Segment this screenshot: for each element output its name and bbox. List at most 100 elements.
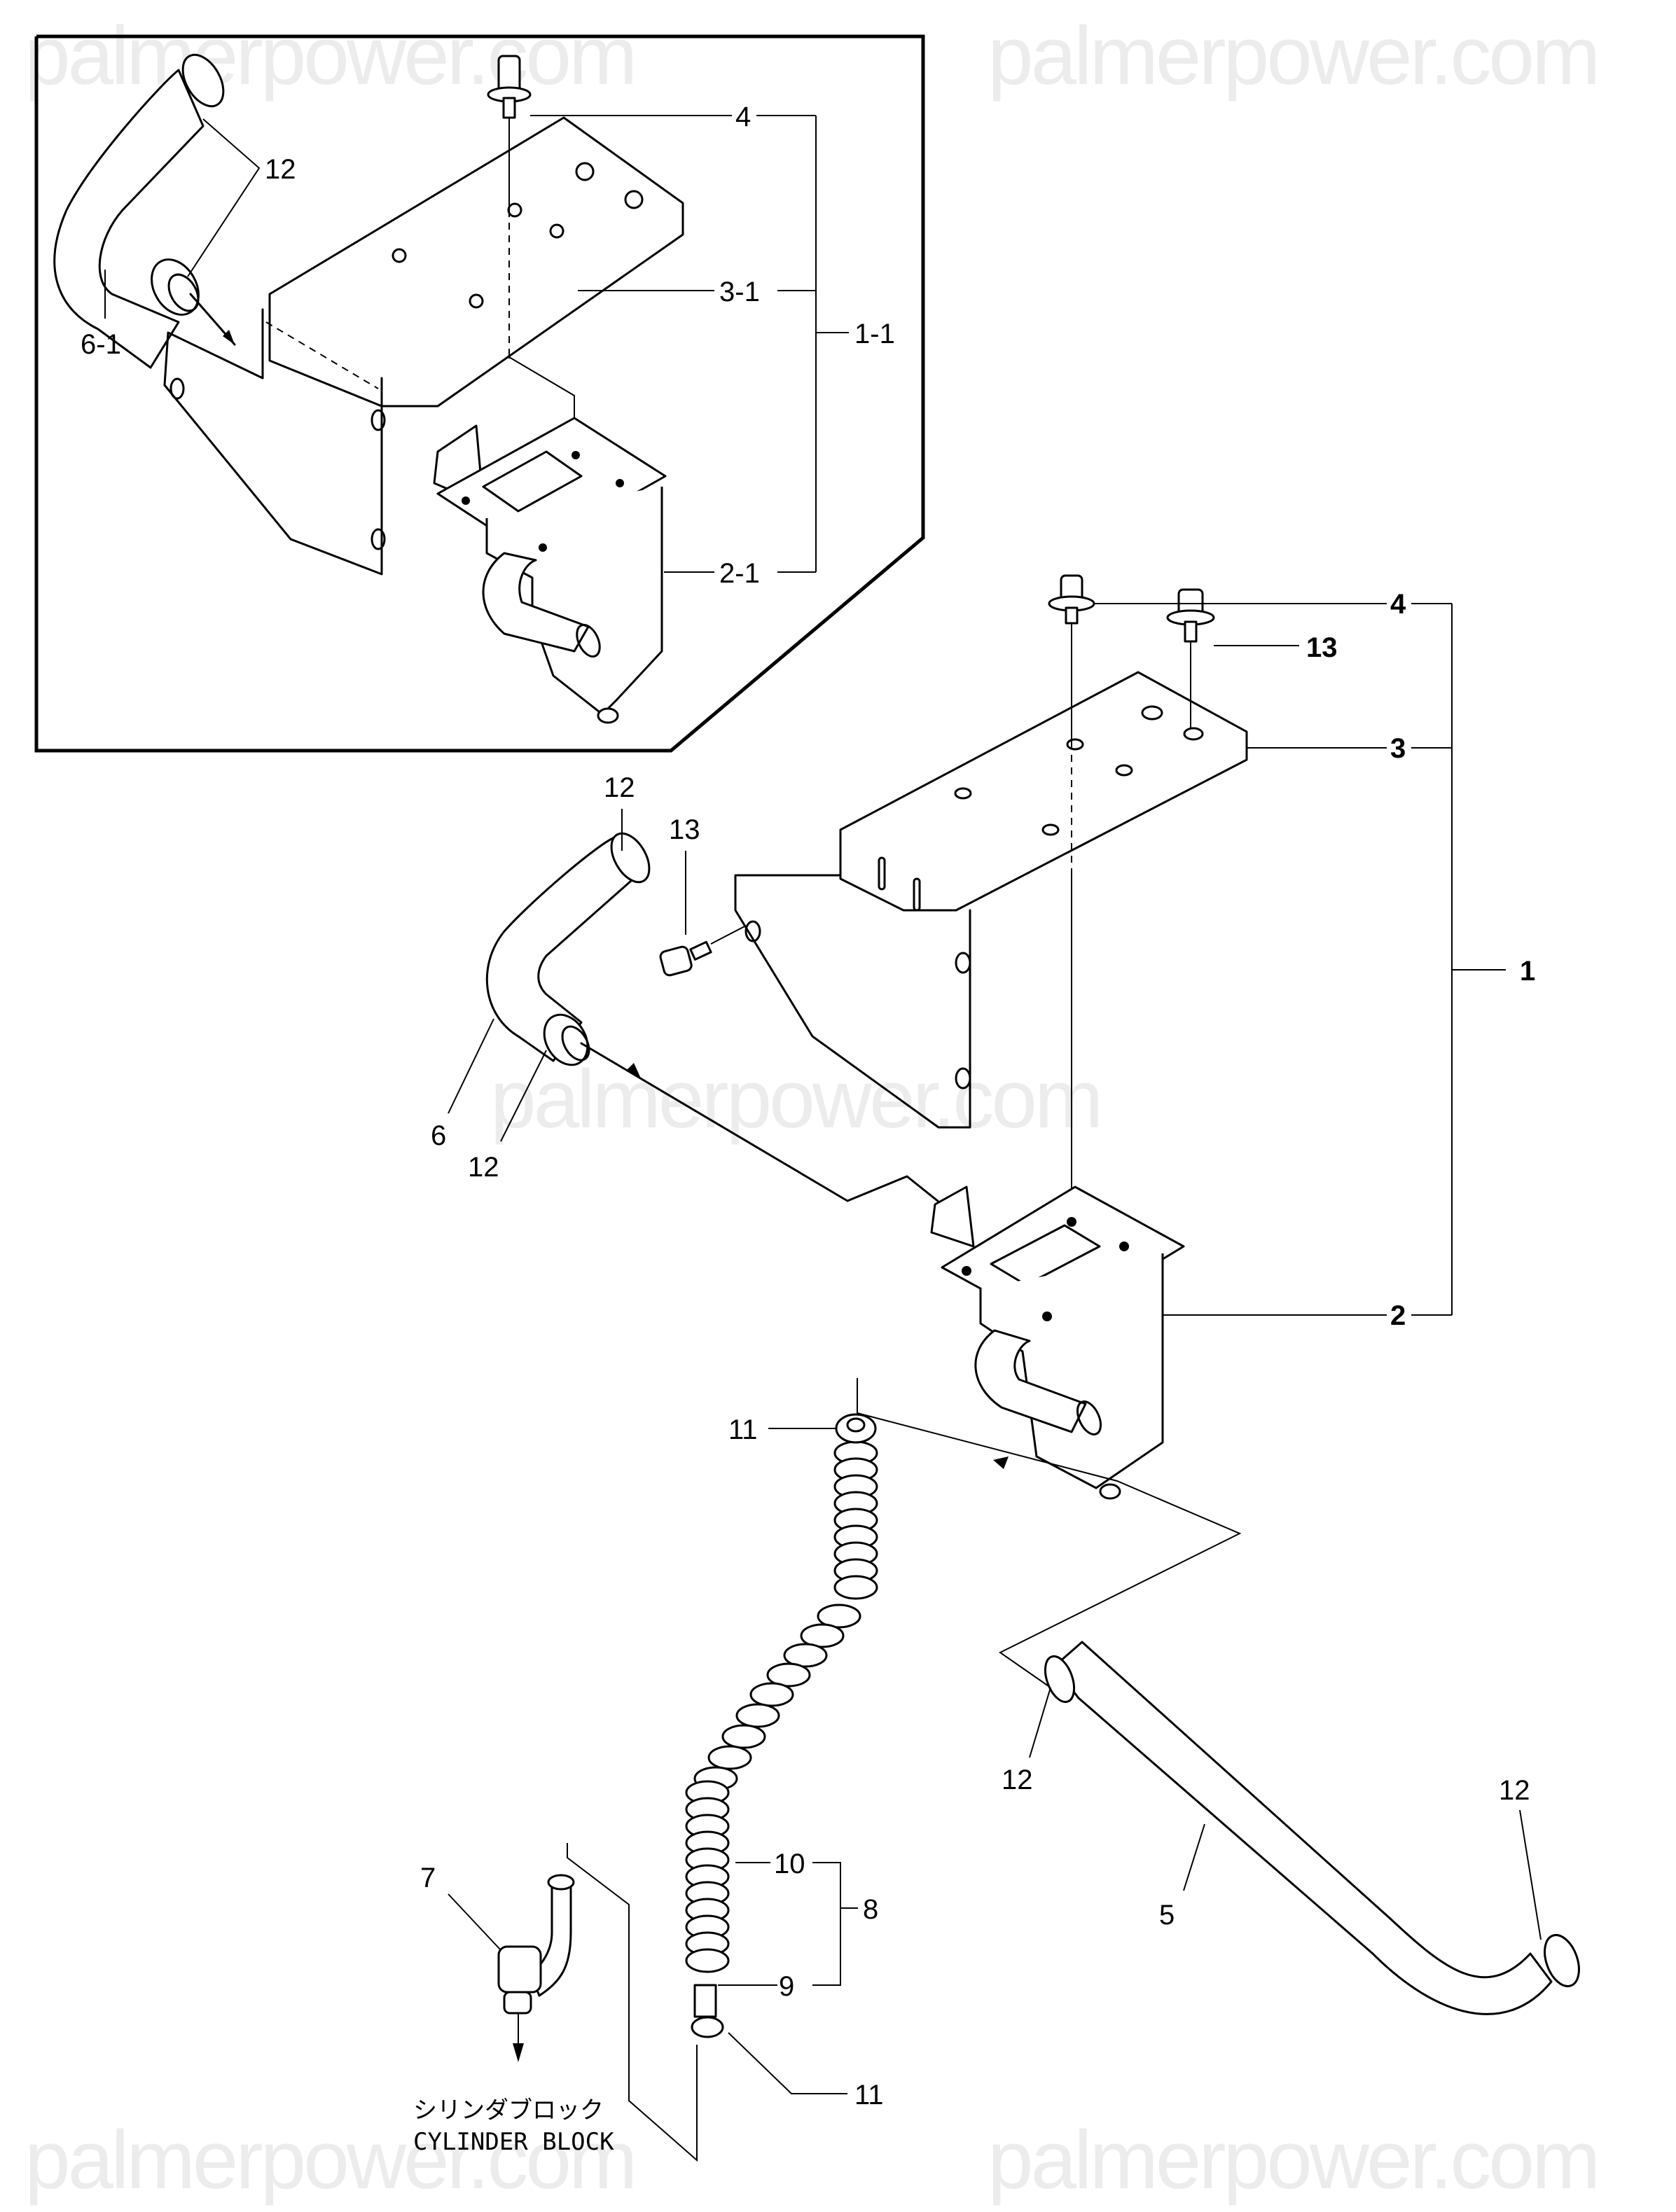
inset-leader-12 xyxy=(187,118,261,277)
label-10: 10 xyxy=(774,1849,805,1879)
corrugated-hose xyxy=(685,1413,878,2038)
inset-bracket-side xyxy=(163,308,383,576)
main-tank-outlet-end xyxy=(1076,1400,1102,1435)
inset-tank-bolt-hole xyxy=(572,451,580,459)
bracket-8 xyxy=(812,1862,841,1986)
corrugated-hose-ring xyxy=(783,1643,828,1668)
corrugated-hose-ring xyxy=(707,1745,752,1770)
leader-12-bottom xyxy=(500,1050,547,1142)
inset-tank-bolt-hole xyxy=(539,543,547,552)
main-tank-bolt-hole xyxy=(1042,1312,1052,1321)
inset-hose-end xyxy=(167,273,200,312)
inset-callouts: 4 3-1 2-1 1-1 12 6-1 xyxy=(81,102,895,589)
corrugated-clamp-top xyxy=(835,1413,877,1444)
corrugated-hose-top-opening xyxy=(846,1417,866,1433)
corrugated-hose-ring xyxy=(817,1604,861,1629)
label-9: 9 xyxy=(779,1971,794,2002)
main-tank-drain xyxy=(1099,1483,1121,1500)
inset-tank-outlet-end xyxy=(576,623,601,658)
label-7: 7 xyxy=(420,1863,436,1893)
main-bracket-top xyxy=(839,671,1248,912)
main-hose-end xyxy=(561,1025,590,1062)
label-6: 6 xyxy=(431,1120,446,1151)
main-clamp-bottom xyxy=(543,1013,589,1066)
main-callouts: 4 13 3 2 1 12 13 6 12 11 10 8 9 11 7 xyxy=(413,589,1542,2156)
main-hose xyxy=(485,832,943,1206)
label-13-top: 13 xyxy=(1306,632,1338,663)
label-11-bottom: 11 xyxy=(854,2080,884,2110)
corrugated-clamp-bottom xyxy=(691,2016,724,2038)
main-bracket-hole xyxy=(954,787,972,800)
main-bolt-13-side-head xyxy=(659,945,693,977)
main-tank xyxy=(930,1185,1185,1500)
corrugated-hose-ring xyxy=(721,1724,766,1749)
inset-bracket-hole xyxy=(392,248,407,263)
leader-7 xyxy=(448,1893,501,1951)
main-bolt-13-side-leader xyxy=(710,925,747,945)
label-8: 8 xyxy=(863,1894,878,1925)
corrugated-hose-ring xyxy=(833,1575,878,1600)
inset-bracket xyxy=(163,116,684,576)
inset-bolt-shank xyxy=(502,97,516,119)
corrugated-hose-ring xyxy=(735,1703,780,1728)
label-1: 1 xyxy=(1520,956,1535,987)
inset-bracket-hole xyxy=(169,377,185,400)
inset-tank xyxy=(433,417,667,724)
label-2: 2 xyxy=(1390,1300,1406,1331)
label-12-top: 12 xyxy=(604,772,635,803)
main-bolt-13-side xyxy=(659,925,747,977)
main-bracket-hole xyxy=(1066,738,1084,751)
main-hose-body xyxy=(485,835,639,1062)
main-tank-outlet-pipe xyxy=(974,1329,1087,1433)
main-bracket-hole xyxy=(955,1067,971,1090)
main-bolt-13-side-shank xyxy=(689,940,712,961)
leader-12-pipe-left xyxy=(1029,1687,1051,1758)
inset-border xyxy=(34,34,925,753)
label-11-top: 11 xyxy=(728,1414,758,1445)
corrugated-hose-segments xyxy=(685,1440,878,1973)
inset-clamp-top xyxy=(181,53,225,108)
inset-bracket-hole xyxy=(549,223,565,239)
corrugated-hose-ring xyxy=(766,1662,811,1688)
main-bolt-4 xyxy=(1048,574,1095,1197)
leader-12-pipe-right xyxy=(1519,1809,1542,1940)
main-bracket-slot xyxy=(878,856,886,891)
corrugated-hose-ring xyxy=(749,1682,794,1707)
inset-bracket-hole xyxy=(575,162,595,181)
corrugated-fitting-9 xyxy=(693,1984,717,2018)
main-bracket-hole xyxy=(1183,727,1204,741)
main-bracket-hole xyxy=(1041,823,1060,836)
leader-11-bottom xyxy=(728,2032,847,2094)
label-3: 3 xyxy=(1390,733,1406,764)
inset-bracket-top xyxy=(268,116,684,408)
label-5: 5 xyxy=(1159,1900,1175,1931)
flow-line-tank-to-pipe xyxy=(857,1378,1242,1688)
inset-tank-drain xyxy=(597,707,619,724)
leader-6 xyxy=(448,1018,494,1114)
main-hose-arrow-head xyxy=(627,1063,641,1078)
inset-label-4: 4 xyxy=(735,102,751,132)
inset-bracket-hole xyxy=(370,409,386,431)
cylinder-block-label-jp: シリンダブロック xyxy=(413,2096,604,2124)
pipe-5-clamp-left xyxy=(1044,1655,1076,1704)
inset-bracket-hidden-edge xyxy=(265,321,379,389)
joint-7-arrow-head xyxy=(513,2043,524,2062)
label-12-bottom: 12 xyxy=(468,1152,499,1183)
watermark-middle: palmerpower.com xyxy=(490,1053,1100,1146)
main-bolt-4-shank xyxy=(1065,606,1079,625)
watermark-bottom-left: palmerpower.com xyxy=(25,2114,635,2206)
main-tank-opening xyxy=(990,1224,1101,1286)
main-bracket-hole xyxy=(955,952,971,974)
flow-line-arrow-head xyxy=(993,1456,1009,1469)
flow-lines xyxy=(567,1378,1242,2162)
main-bracket-side xyxy=(734,832,971,1129)
joint-7-pipe-end xyxy=(547,1874,575,1891)
main-tank-bolt-hole xyxy=(962,1266,971,1276)
inset-hose-arrow-head xyxy=(223,330,235,345)
inset-label-1-1: 1-1 xyxy=(854,319,895,349)
label-12-pipe-right: 12 xyxy=(1499,1775,1530,1806)
inset-tank-bolt-hole xyxy=(462,496,470,505)
main-bracket-hole xyxy=(744,920,761,942)
label-13-side: 13 xyxy=(669,814,700,845)
corrugated-hose-ring xyxy=(685,1948,730,1973)
